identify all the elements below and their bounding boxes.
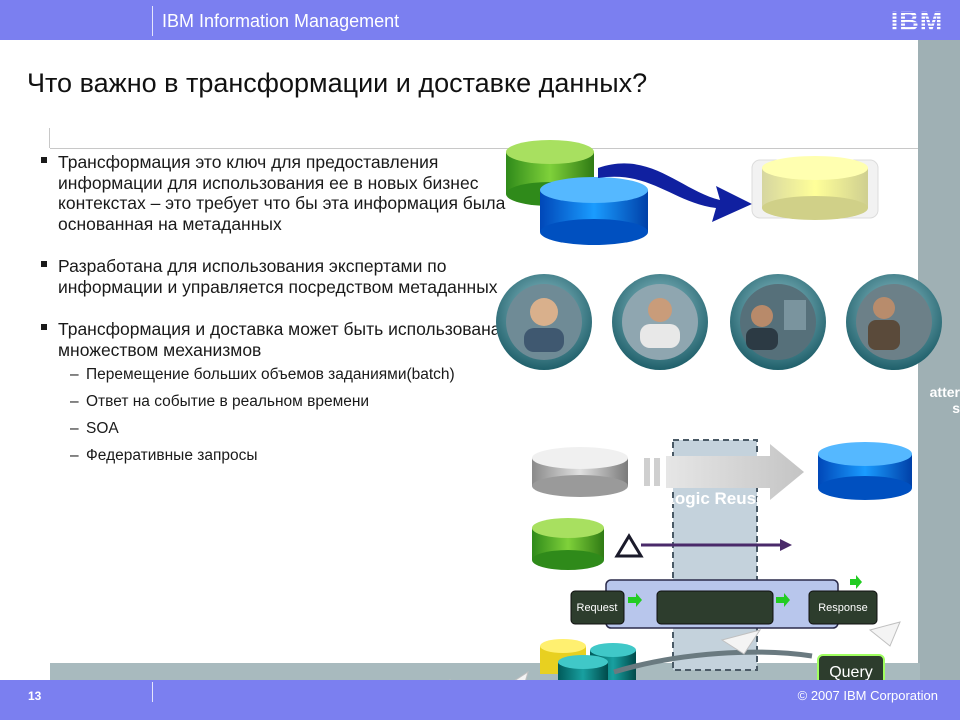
yellow-database-icon bbox=[751, 156, 879, 220]
bullet-text: Трансформация и доставка может быть испо… bbox=[58, 319, 501, 360]
transfer-arrow-icon bbox=[644, 444, 804, 500]
copyright-text: © 2007 IBM Corporation bbox=[797, 688, 938, 703]
sub-item: –SOA bbox=[70, 420, 119, 437]
green-arrow-icon bbox=[776, 593, 790, 607]
gray-database-icon bbox=[532, 447, 628, 497]
logic-reuse-label: Logic Reuse bbox=[664, 489, 765, 508]
sub-item-text: Перемещение больших объемов заданиями(ba… bbox=[86, 366, 455, 383]
response-box bbox=[808, 590, 878, 625]
sub-item: –Ответ на событие в реальном времени bbox=[70, 393, 370, 410]
query-label: Query bbox=[829, 664, 873, 681]
person-avatar bbox=[846, 274, 942, 370]
header-divider bbox=[152, 6, 153, 36]
header-title: IBM Information Management bbox=[162, 11, 400, 31]
blue-database-icon bbox=[818, 442, 912, 500]
bullet-square-icon bbox=[41, 157, 47, 163]
curved-arrow-icon bbox=[598, 163, 752, 222]
query-arrow-line bbox=[613, 649, 813, 675]
sub-list: –Перемещение больших объемов заданиями(b… bbox=[40, 366, 510, 465]
request-box bbox=[570, 590, 625, 625]
request-label: Request bbox=[577, 602, 618, 614]
bullet-square-icon bbox=[41, 324, 47, 330]
sub-item-text: Ответ на событие в реальном времени bbox=[86, 393, 370, 410]
sub-item: –Федеративные запросы bbox=[70, 447, 258, 464]
green-database-icon bbox=[532, 518, 604, 570]
green-arrow-icon bbox=[850, 575, 862, 589]
sub-item-text: SOA bbox=[86, 420, 119, 437]
bullet-item: Трансформация и доставка может быть испо… bbox=[40, 319, 510, 360]
bullet-list: Трансформация это ключ для предоставлени… bbox=[40, 152, 510, 474]
response-label: Response bbox=[818, 602, 868, 614]
sub-item-text: Федеративные запросы bbox=[86, 447, 258, 464]
right-side-strip: atter s bbox=[918, 40, 960, 680]
title-rule bbox=[50, 148, 918, 149]
bullet-item: Разработана для использования экспертами… bbox=[40, 256, 510, 297]
page-number: 13 bbox=[28, 689, 42, 703]
warning-triangle-icon bbox=[614, 533, 644, 558]
side-text: atter s bbox=[929, 384, 960, 416]
event-arrow-head-icon bbox=[780, 539, 792, 551]
ibm-logo-text: IBM bbox=[891, 6, 944, 34]
green-arrow-icon bbox=[628, 593, 642, 607]
blue-database-icon bbox=[540, 177, 648, 245]
header-bar: IBM Information Management IBM bbox=[0, 0, 960, 40]
slide-title: Что важно в трансформации и доставке дан… bbox=[27, 68, 648, 98]
bullet-square-icon bbox=[41, 261, 47, 267]
process-box bbox=[656, 590, 774, 625]
person-avatar bbox=[496, 274, 592, 370]
footer-divider bbox=[152, 682, 153, 702]
person-avatar bbox=[730, 274, 826, 370]
bullet-item: Трансформация это ключ для предоставлени… bbox=[40, 152, 510, 234]
person-avatar bbox=[612, 274, 708, 370]
bullet-text: Разработана для использования экспертами… bbox=[58, 256, 498, 297]
title-tick bbox=[49, 128, 50, 148]
bullet-text: Трансформация это ключ для предоставлени… bbox=[58, 152, 506, 234]
sub-item: –Перемещение больших объемов заданиями(b… bbox=[70, 366, 455, 383]
ibm-logo: IBM bbox=[891, 6, 944, 34]
footer-bar: 13 © 2007 IBM Corporation bbox=[0, 680, 960, 720]
